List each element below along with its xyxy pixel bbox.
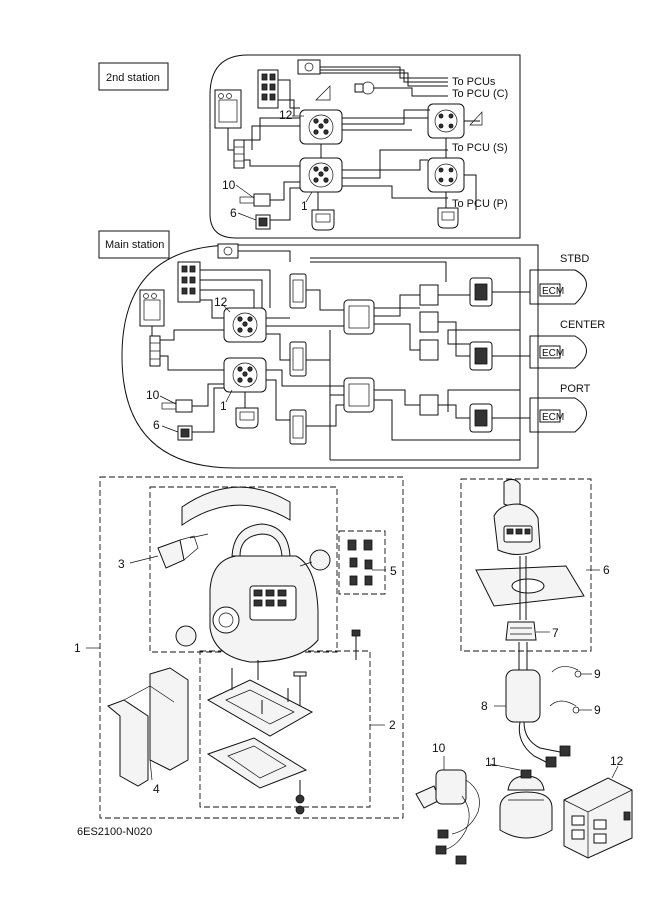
callout-10-part: 10 bbox=[432, 741, 446, 755]
callout-10-second: 10 bbox=[222, 178, 236, 192]
callout-1-remote: 1 bbox=[74, 641, 81, 655]
callout-10-main: 10 bbox=[146, 388, 160, 402]
label-to-pcu-s: To PCU (S) bbox=[452, 142, 508, 154]
callout-8: 8 bbox=[481, 699, 488, 713]
callout-1-main: 1 bbox=[220, 399, 227, 413]
callout-2: 2 bbox=[389, 718, 396, 732]
callout-9-lower: 9 bbox=[594, 703, 601, 717]
callout-3: 3 bbox=[118, 557, 125, 571]
callout-6-second: 6 bbox=[230, 206, 237, 220]
ecm-center: ECM bbox=[529, 335, 587, 369]
label-to-pcu-c: To PCU (C) bbox=[452, 88, 508, 100]
callout-5: 5 bbox=[390, 564, 397, 578]
callout-6-joystick: 6 bbox=[603, 563, 610, 577]
callout-7: 7 bbox=[552, 626, 559, 640]
remote-control-assembly: 1 2 3 4 5 bbox=[74, 476, 404, 819]
ecm-stbd: ECM bbox=[529, 269, 587, 305]
callout-9-upper: 9 bbox=[594, 667, 601, 681]
svg-text:ECM: ECM bbox=[542, 286, 564, 297]
main-station-label: Main station bbox=[105, 239, 164, 251]
callout-6-main: 6 bbox=[153, 418, 160, 432]
main-station-panel: Main station bbox=[98, 230, 605, 469]
callout-12-second: 12 bbox=[279, 108, 293, 122]
label-to-pcus: To PCUs bbox=[452, 76, 496, 88]
callout-11: 11 bbox=[485, 755, 498, 769]
callout-4: 4 bbox=[153, 782, 160, 796]
ecm-port: ECM bbox=[529, 397, 587, 433]
second-station-label: 2nd station bbox=[106, 72, 160, 84]
callout-1-second: 1 bbox=[301, 199, 308, 213]
label-port: PORT bbox=[560, 383, 591, 395]
figure-code: 6ES2100-N020 bbox=[77, 826, 152, 838]
label-stbd: STBD bbox=[560, 253, 589, 265]
callout-12-part: 12 bbox=[610, 754, 624, 768]
label-center: CENTER bbox=[560, 319, 605, 331]
second-station-panel: 2nd station bbox=[98, 54, 521, 239]
svg-text:ECM: ECM bbox=[542, 348, 564, 359]
joystick-assembly: 6 7 8 9 9 bbox=[460, 478, 610, 768]
callout-12-main: 12 bbox=[214, 295, 228, 309]
svg-text:ECM: ECM bbox=[542, 412, 564, 423]
label-to-pcu-p: To PCU (P) bbox=[452, 198, 508, 210]
harness-components: 10 11 12 bbox=[415, 741, 633, 865]
